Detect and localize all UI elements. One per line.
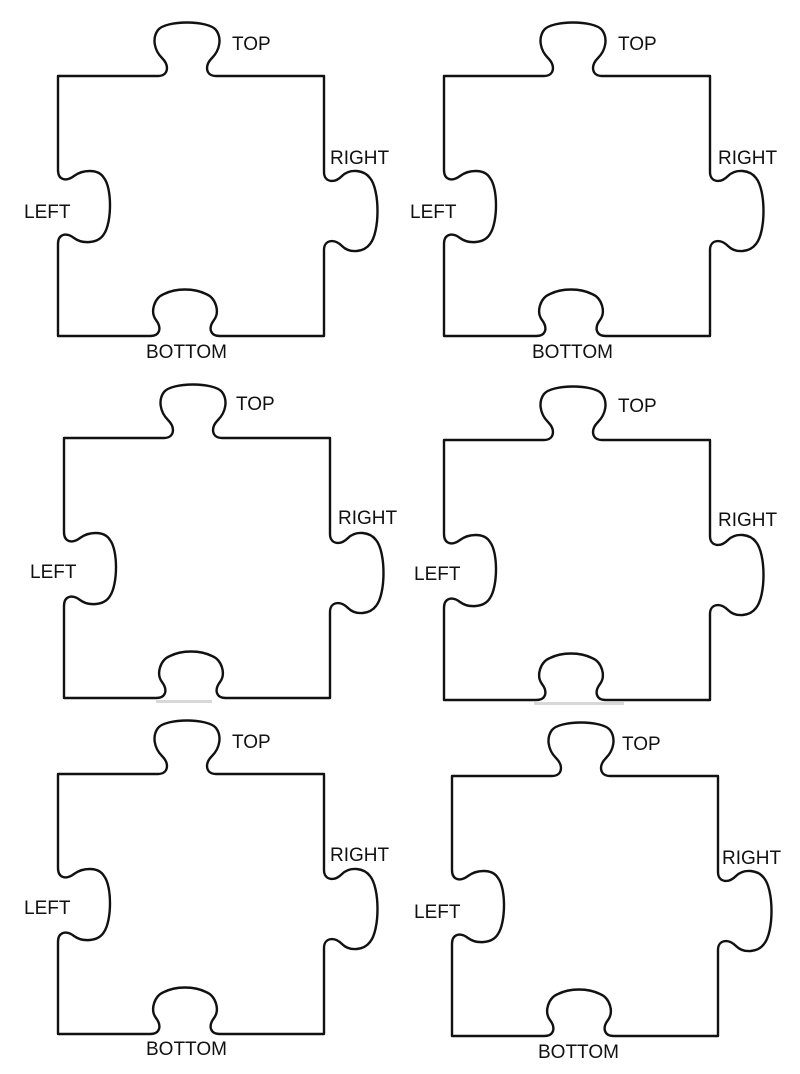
- right-label: RIGHT: [330, 148, 390, 169]
- top-label: TOP: [232, 732, 271, 753]
- puzzle-piece-6-outline: [450, 721, 773, 1038]
- left-label: LEFT: [410, 202, 457, 223]
- top-label: TOP: [232, 34, 271, 55]
- right-label: RIGHT: [330, 845, 390, 866]
- right-label: RIGHT: [338, 508, 398, 529]
- top-label: TOP: [618, 396, 657, 417]
- left-label: LEFT: [414, 902, 461, 923]
- puzzle-piece-2-outline: [442, 21, 765, 338]
- puzzle-piece-4: TOP RIGHT LEFT: [414, 385, 778, 705]
- right-label: RIGHT: [718, 510, 778, 531]
- puzzle-piece-1: TOP RIGHT BOTTOM LEFT: [24, 21, 390, 363]
- puzzle-piece-2: TOP RIGHT BOTTOM LEFT: [410, 21, 778, 363]
- puzzle-piece-1-outline: [56, 21, 379, 338]
- right-label: RIGHT: [722, 848, 782, 869]
- cropped-bottom-label-fragment: [534, 702, 624, 705]
- top-label: TOP: [236, 394, 275, 415]
- left-label: LEFT: [24, 898, 71, 919]
- puzzle-piece-4-outline: [442, 385, 765, 702]
- puzzle-piece-6: TOP RIGHT BOTTOM LEFT: [414, 721, 782, 1063]
- bottom-label: BOTTOM: [146, 1039, 227, 1060]
- puzzle-piece-5-outline: [56, 719, 379, 1036]
- top-label: TOP: [618, 34, 657, 55]
- puzzle-piece-3: TOP RIGHT LEFT: [30, 383, 398, 703]
- puzzle-piece-3-outline: [62, 383, 385, 700]
- bottom-label: BOTTOM: [532, 342, 613, 363]
- bottom-label: BOTTOM: [146, 342, 227, 363]
- cropped-bottom-label-fragment: [156, 700, 212, 703]
- left-label: LEFT: [24, 202, 71, 223]
- puzzle-piece-5: TOP RIGHT BOTTOM LEFT: [24, 719, 390, 1060]
- bottom-label: BOTTOM: [538, 1042, 619, 1063]
- right-label: RIGHT: [718, 148, 778, 169]
- top-label: TOP: [622, 734, 661, 755]
- left-label: LEFT: [30, 562, 77, 583]
- left-label: LEFT: [414, 564, 461, 585]
